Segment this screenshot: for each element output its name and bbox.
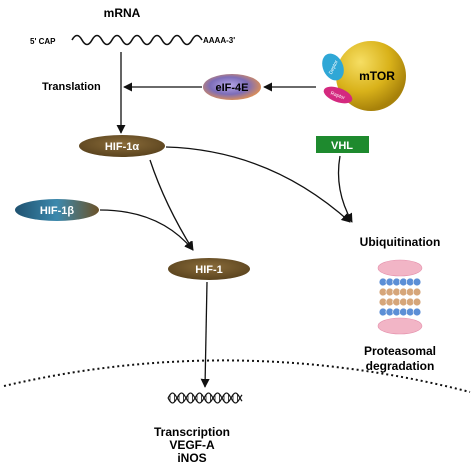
proteasome-subunit — [412, 277, 422, 287]
eif4e-node — [203, 74, 261, 100]
vegfa-label: VEGF-A — [169, 438, 215, 452]
mrna-polya-label: AAAA-3' — [203, 36, 235, 45]
hif1-to-dna-arrow — [200, 281, 210, 388]
mrna-5cap-label: 5' CAP — [30, 37, 56, 46]
dna-strand — [167, 392, 243, 404]
hif1b-label: HIF-1β — [40, 205, 75, 217]
proteasomal-label-line2: degradation — [366, 359, 435, 373]
transcription-label: Transcription — [154, 425, 230, 439]
proteasome-subunit — [412, 307, 422, 317]
deptor-label: Deptor — [328, 59, 340, 75]
hif1b-to-hif1-arrow — [99, 209, 194, 251]
hif1-node — [168, 258, 250, 280]
hif1b-node — [15, 199, 99, 221]
hif1a-node — [79, 135, 165, 157]
mtor-node — [336, 41, 406, 111]
vhl-to-ubiquitination-arrow — [337, 155, 353, 223]
dna-helix-icon — [167, 392, 243, 404]
ubiquitination-label: Ubiquitination — [360, 235, 441, 249]
proteasomal-label-line1: Proteasomal — [364, 344, 436, 358]
mrna-title: mRNA — [104, 6, 141, 20]
proteasome-subunit — [412, 297, 422, 307]
vhl-label: VHL — [331, 140, 353, 152]
hif1a-label: HIF-1α — [105, 141, 140, 153]
dna-strand — [167, 392, 243, 404]
raptor-node — [323, 86, 353, 104]
mtor-label: mTOR — [359, 69, 395, 83]
eif4e-label: eIF-4E — [215, 82, 248, 94]
translation-label: Translation — [42, 81, 101, 93]
proteasome-subunit — [412, 287, 422, 297]
hif1a-to-hif1-arrow — [149, 159, 194, 251]
proteasome-icon — [377, 259, 423, 335]
mrna-strand — [71, 34, 203, 46]
nuclear-membrane — [3, 359, 471, 393]
hif1a-to-ubiquitination-arrow — [165, 146, 351, 223]
inos-label: iNOS — [177, 451, 206, 465]
deptor-node — [322, 53, 344, 81]
raptor-label: Raptor — [330, 91, 346, 102]
hif1-label: HIF-1 — [195, 264, 223, 276]
vhl-node — [316, 136, 369, 153]
